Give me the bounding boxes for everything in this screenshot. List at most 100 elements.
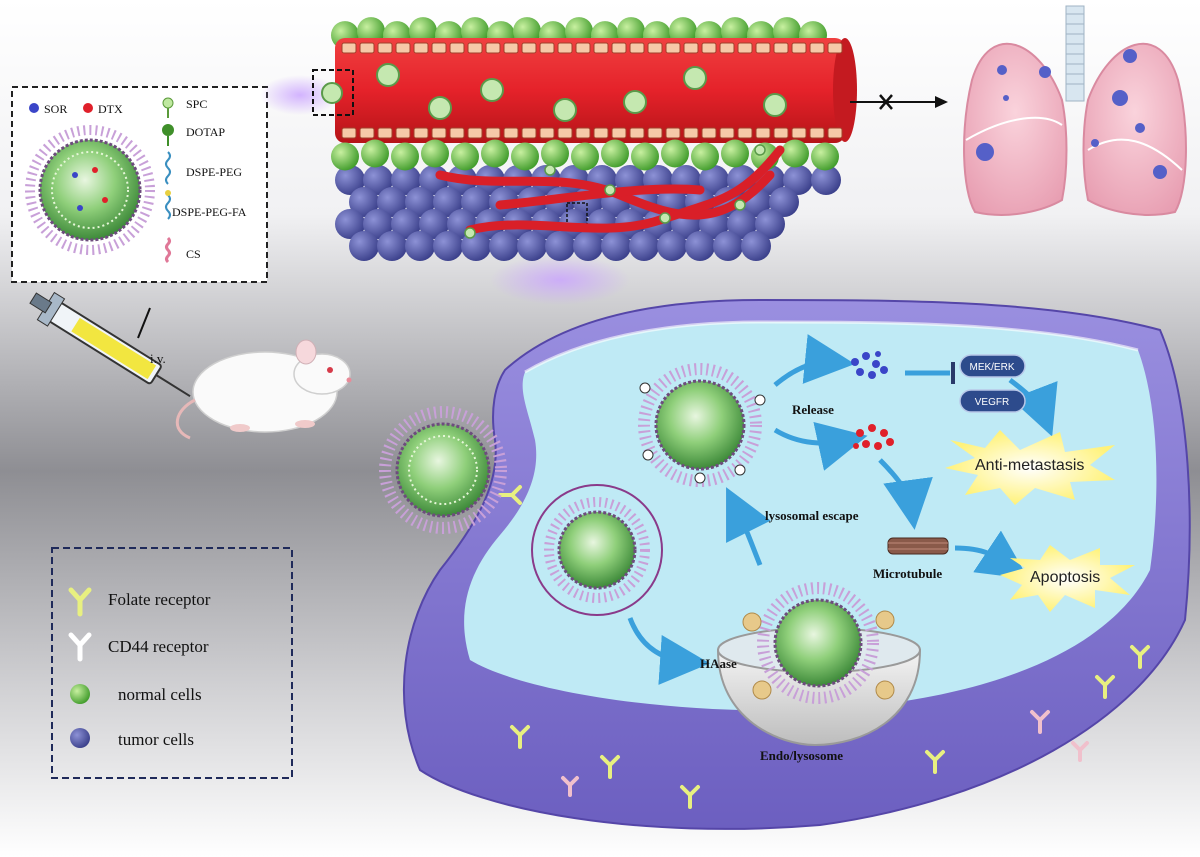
endothelial-cell (737, 42, 753, 54)
tumor-cell (391, 165, 421, 195)
endothelial-cell (575, 42, 591, 54)
normal-cell-row-bottom (331, 139, 839, 171)
endothelial-cell (629, 42, 645, 54)
endothelial-cell (755, 42, 771, 54)
dotap-icon (162, 124, 174, 136)
endothelial-cell (683, 42, 699, 54)
tumor-cell (419, 209, 449, 239)
endothelial-cell (359, 42, 375, 54)
endothelial-cell (413, 42, 429, 54)
sor-dot-icon (29, 103, 39, 113)
endothelial-cell (539, 127, 555, 139)
receptor-cell-legend: Folate receptor CD44 receptor normal cel… (51, 547, 293, 779)
normal-cell (541, 139, 569, 168)
endothelial-cell (359, 127, 375, 139)
dtx-molecules (853, 424, 894, 450)
tumor-cell (433, 231, 463, 261)
lysosomal-escape-label: lysosomal escape (765, 508, 859, 523)
tumor-cell (601, 231, 631, 261)
dtx-label: DTX (98, 102, 123, 116)
dotap-label: DOTAP (186, 125, 225, 139)
cd44-receptor-icon (68, 632, 92, 662)
normal-cell (811, 142, 839, 171)
normal-cell (361, 139, 389, 168)
tumor-cell (489, 231, 519, 261)
endothelial-cell (701, 42, 717, 54)
endothelial-cell (575, 127, 591, 139)
tumor-cell-icon (70, 728, 90, 748)
tumor-cell (573, 231, 603, 261)
normal-cell (391, 142, 419, 171)
haase-enzymes (742, 610, 895, 700)
endothelial-cell (485, 127, 501, 139)
endothelial-cell (503, 42, 519, 54)
normal-cell-icon (70, 684, 90, 704)
anti-metastasis-burst (945, 430, 1115, 505)
tumor-cell (713, 231, 743, 261)
tumor-cell (517, 231, 547, 261)
endothelial-cell (449, 127, 465, 139)
endothelial-cell (377, 127, 393, 139)
tumor-cell (363, 209, 393, 239)
normal-cells-label: normal cells (118, 685, 202, 704)
normal-cell (481, 139, 509, 168)
tumor-cell (377, 187, 407, 217)
endothelial-cell (773, 42, 789, 54)
normal-cell (691, 142, 719, 171)
microtubule-label: Microtubule (873, 566, 942, 581)
endothelial-cell (377, 42, 393, 54)
tumor-cell (391, 209, 421, 239)
tumor-cell (405, 231, 435, 261)
incoming-nanoparticle (379, 406, 507, 534)
tumor-cell (629, 231, 659, 261)
sor-molecules (851, 351, 888, 379)
endothelial-cell (791, 127, 807, 139)
anti-metastasis-label: Anti-metastasis (975, 457, 1084, 474)
tumor-cell (657, 231, 687, 261)
tumor-cell (335, 209, 365, 239)
vessel-nanoparticles (376, 63, 787, 122)
endocytic-vesicle (531, 484, 663, 616)
endo-lysosome (716, 582, 922, 747)
metastasis-nodules (976, 49, 1167, 179)
tumor-cell (349, 187, 379, 217)
endothelial-cell (539, 42, 555, 54)
endothelial-cell (341, 127, 357, 139)
tumor-cell (377, 231, 407, 261)
mek-erk-label: MEK/ERK (969, 362, 1014, 373)
dspe-peg-icon (165, 151, 171, 185)
tumor-cell (727, 209, 757, 239)
tumor-cell (811, 165, 841, 195)
endothelial-cell (503, 127, 519, 139)
blood-vessel (335, 38, 845, 143)
tumor-cell (685, 231, 715, 261)
endothelial-cell (665, 42, 681, 54)
spc-label: SPC (186, 97, 207, 111)
endothelial-cell (683, 127, 699, 139)
endothelial-cell (719, 127, 735, 139)
spc-icon (162, 97, 174, 109)
cytosolic-nanoparticle (638, 363, 766, 487)
endothelial-cell (827, 42, 843, 54)
endothelial-cell (485, 42, 501, 54)
endothelial-cell (647, 127, 663, 139)
endothelial-cell (467, 42, 483, 54)
dtx-dot-icon (83, 103, 93, 113)
tumor-cell-illustration: MEK/ERK VEGFR Release Anti-metastasis ly… (379, 298, 1191, 830)
nanoparticle-legend: SOR DTX SPC DOTAP DSPE-PEG DSPE-PEG-FA C… (11, 86, 268, 283)
tumor-cell (349, 231, 379, 261)
endothelial-cell (557, 127, 573, 139)
endothelial-cell (629, 127, 645, 139)
tumor-cell (405, 187, 435, 217)
normal-cell (631, 142, 659, 171)
tumor-cell (783, 165, 813, 195)
endothelial-cell (395, 42, 411, 54)
dspe-peg-fa-label: DSPE-PEG-FA (172, 205, 247, 219)
haase-label: HAase (700, 656, 737, 671)
tumor-cell (741, 231, 771, 261)
sor-label: SOR (44, 102, 67, 116)
membrane-receptors (498, 485, 1150, 809)
lungs-illustration (963, 5, 1187, 216)
